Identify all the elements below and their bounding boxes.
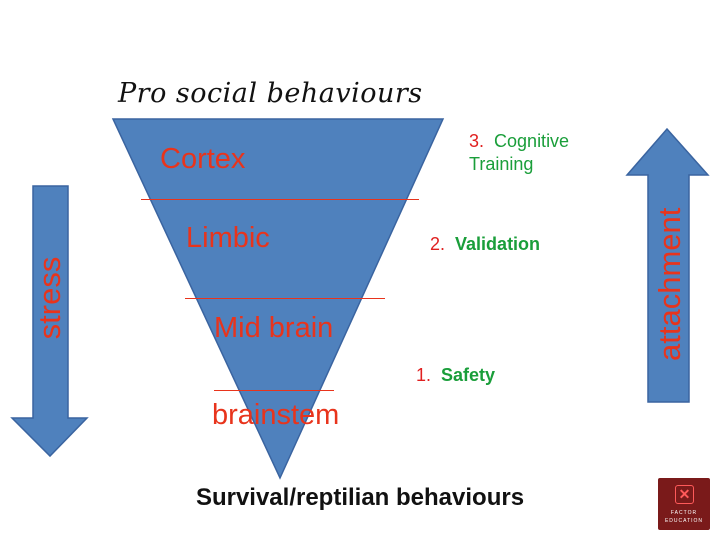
step-cognitive-training: 3. Cognitive Training bbox=[469, 130, 569, 175]
logo-line2: EDUCATION bbox=[664, 518, 704, 524]
layer-brainstem: brainstem bbox=[212, 399, 340, 431]
step-safety: 1. Safety bbox=[416, 364, 495, 387]
layer-divider bbox=[185, 298, 385, 299]
layer-limbic: Limbic bbox=[186, 222, 270, 254]
step-label: Validation bbox=[455, 234, 541, 254]
layer-divider bbox=[141, 199, 419, 200]
layer-divider bbox=[214, 390, 334, 391]
stress-arrow bbox=[10, 185, 89, 458]
attachment-label: attachment bbox=[652, 207, 687, 361]
step-number: 1. bbox=[416, 365, 432, 385]
layer-mid-brain: Mid brain bbox=[214, 312, 334, 344]
step-label: Cognitive bbox=[494, 131, 570, 151]
step-validation: 2. Validation bbox=[430, 233, 540, 256]
attachment-arrow bbox=[625, 127, 710, 403]
layer-cortex: Cortex bbox=[160, 143, 246, 175]
step-number: 2. bbox=[430, 234, 446, 254]
step-label: Safety bbox=[441, 365, 496, 385]
stress-label: stress bbox=[32, 256, 67, 340]
step-number: 3. bbox=[469, 131, 485, 151]
pro-social-title: Pro social behaviours bbox=[118, 78, 423, 109]
factor-education-logo: ✕ FACTOR EDUCATION bbox=[658, 478, 710, 530]
logo-line1: FACTOR bbox=[670, 510, 698, 516]
survival-title: Survival/reptilian behaviours bbox=[195, 484, 525, 511]
x-icon: ✕ bbox=[675, 485, 694, 504]
step-label: Training bbox=[469, 153, 534, 174]
